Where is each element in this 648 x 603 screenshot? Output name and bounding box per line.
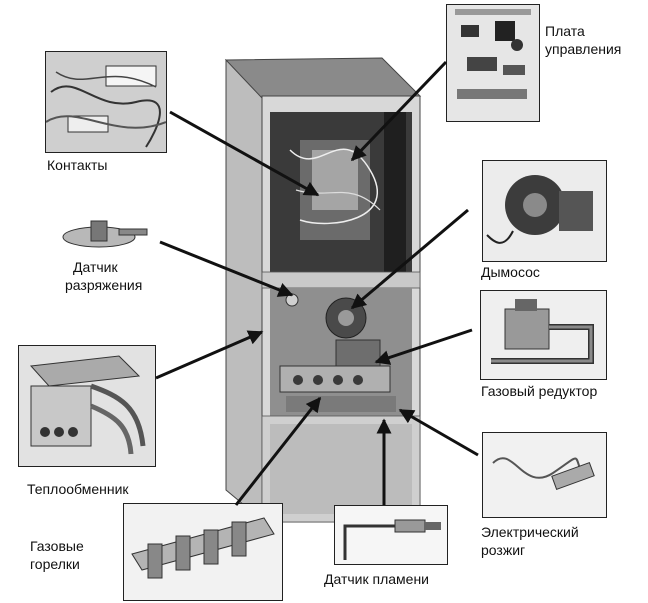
label-gas-burners-line2: горелки [30,556,80,572]
label-flame-sensor: Датчик пламени [324,571,429,587]
flame-sensor-photo [334,505,448,565]
arrow-ignitor [398,408,479,457]
arrow-pressure-sensor [159,240,294,297]
arrow-gas-burners [234,396,322,506]
arrow-contacts [169,110,320,197]
label-heat-exchanger: Теплообменник [27,481,129,497]
exhaust-fan-photo [482,160,607,262]
label-control-board: Плата управления [545,22,621,58]
label-ignitor-line1: Электрический [481,524,579,540]
arrow-control-board [350,60,448,162]
arrow-gas-valve [374,328,473,365]
label-ignitor-line2: розжиг [481,542,526,558]
heat-exchanger-photo [18,345,156,467]
arrow-heat-exchanger [155,330,264,380]
label-gas-valve: Газовый редуктор [481,383,598,399]
label-pressure-sensor-line2: разряжения [65,277,143,293]
label-pressure-sensor: Датчик разряжения [65,258,142,294]
gas-burners-photo [123,503,283,601]
label-gas-burners: Газовые горелки [30,537,84,573]
label-ignitor: Электрический розжиг [481,523,579,559]
ignitor-photo [482,432,607,518]
label-contacts: Контакты [47,157,108,173]
pressure-sensor-photo [57,215,151,255]
label-gas-burners-line1: Газовые [30,538,84,554]
label-exhaust-fan: Дымосос [481,264,540,280]
contacts-photo [45,51,167,153]
label-control-board-line2: управления [545,41,622,57]
arrow-exhaust-fan [350,208,469,310]
label-control-board-line1: Плата [545,23,585,39]
label-pressure-sensor-line1: Датчик [73,259,118,275]
control-board-photo [446,4,540,122]
gas-valve-photo [480,290,607,380]
